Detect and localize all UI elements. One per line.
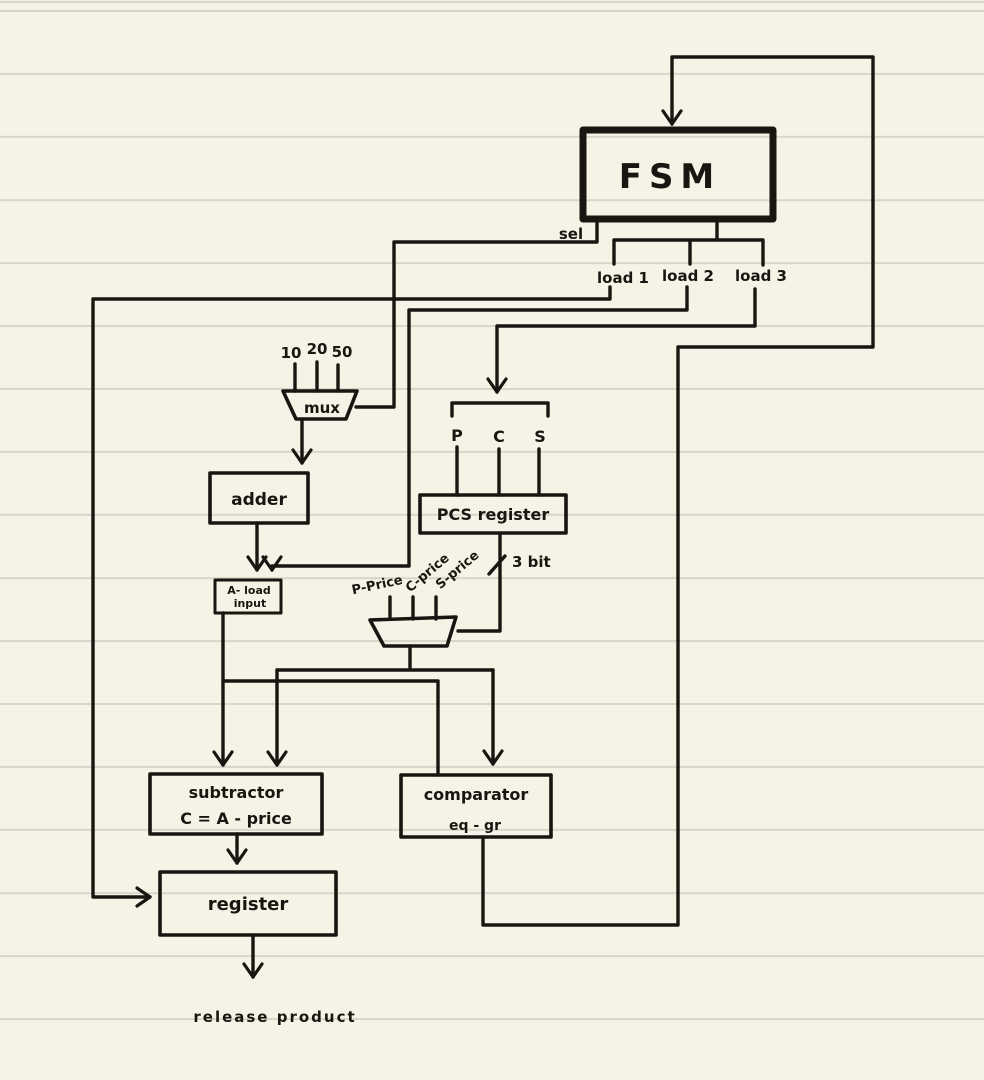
coin-mux-block: [281, 389, 359, 421]
wire-load3-to-pcs: [486, 287, 757, 394]
wire-a-branch-to-comparator: [221, 679, 440, 777]
bus-width-slash: [487, 554, 507, 576]
adder-label: adder: [231, 490, 287, 510]
register-label: register: [208, 894, 289, 915]
load2-wire-label: load 2: [662, 267, 714, 285]
register-block: [158, 870, 338, 937]
load3-wire-label: load 3: [735, 267, 787, 285]
pcs-register-label: PCS register: [437, 505, 550, 524]
subtractor-block: [148, 772, 324, 836]
sel-wire-label: sel: [559, 225, 583, 243]
fsm-label: FSM: [619, 157, 722, 197]
price-input-p-label: P-Price: [350, 573, 404, 598]
comparator-block: [399, 773, 553, 839]
load1-wire-label: load 1: [597, 269, 649, 287]
labels: FSM sel load 1 load 2 load 3 10 20 50 mu…: [180, 157, 787, 1026]
wire-pcs-out-3bit: [456, 532, 502, 633]
wire-sel: [354, 220, 599, 409]
comparator-title: comparator: [424, 785, 529, 804]
adder-block: [208, 471, 310, 525]
a-load-input-label-line1: A- load: [227, 584, 271, 597]
wire-coin-stubs: [293, 360, 340, 393]
coin-input-10-label: 10: [281, 344, 302, 362]
subtractor-equation: C = A - price: [180, 809, 292, 828]
wires: [91, 55, 875, 979]
pcs-port-c-label: C: [493, 427, 505, 446]
wire-price-stubs: [388, 595, 438, 621]
pcs-port-s-label: S: [534, 427, 546, 446]
wire-pricemux-out: [275, 644, 495, 672]
subtractor-title: subtractor: [189, 783, 284, 802]
wire-load-fanout: [612, 220, 765, 267]
bus-width-label: 3 bit: [512, 553, 551, 571]
fsm-block: [579, 126, 777, 223]
release-product-label: release product: [193, 1008, 356, 1026]
pcs-port-p-label: P: [451, 426, 463, 445]
wire-comparator-to-fsm-feedback: [481, 55, 875, 927]
wire-pcs-input-bracket: [450, 401, 550, 418]
blocks: [148, 126, 777, 937]
a-load-input-label-line2: input: [234, 597, 267, 610]
wire-pcs-port-stubs: [455, 445, 541, 497]
wire-load1-to-register: [91, 285, 612, 908]
a-load-input-block: [213, 578, 283, 615]
comparator-condition: eq - gr: [449, 818, 501, 834]
wire-load2-to-a-input: [261, 285, 689, 572]
coin-input-20-label: 20: [307, 340, 328, 358]
coin-input-50-label: 50: [332, 343, 353, 361]
price-mux-block: [368, 615, 458, 648]
pcs-register-block: [418, 493, 568, 535]
coin-mux-label: mux: [304, 399, 340, 417]
